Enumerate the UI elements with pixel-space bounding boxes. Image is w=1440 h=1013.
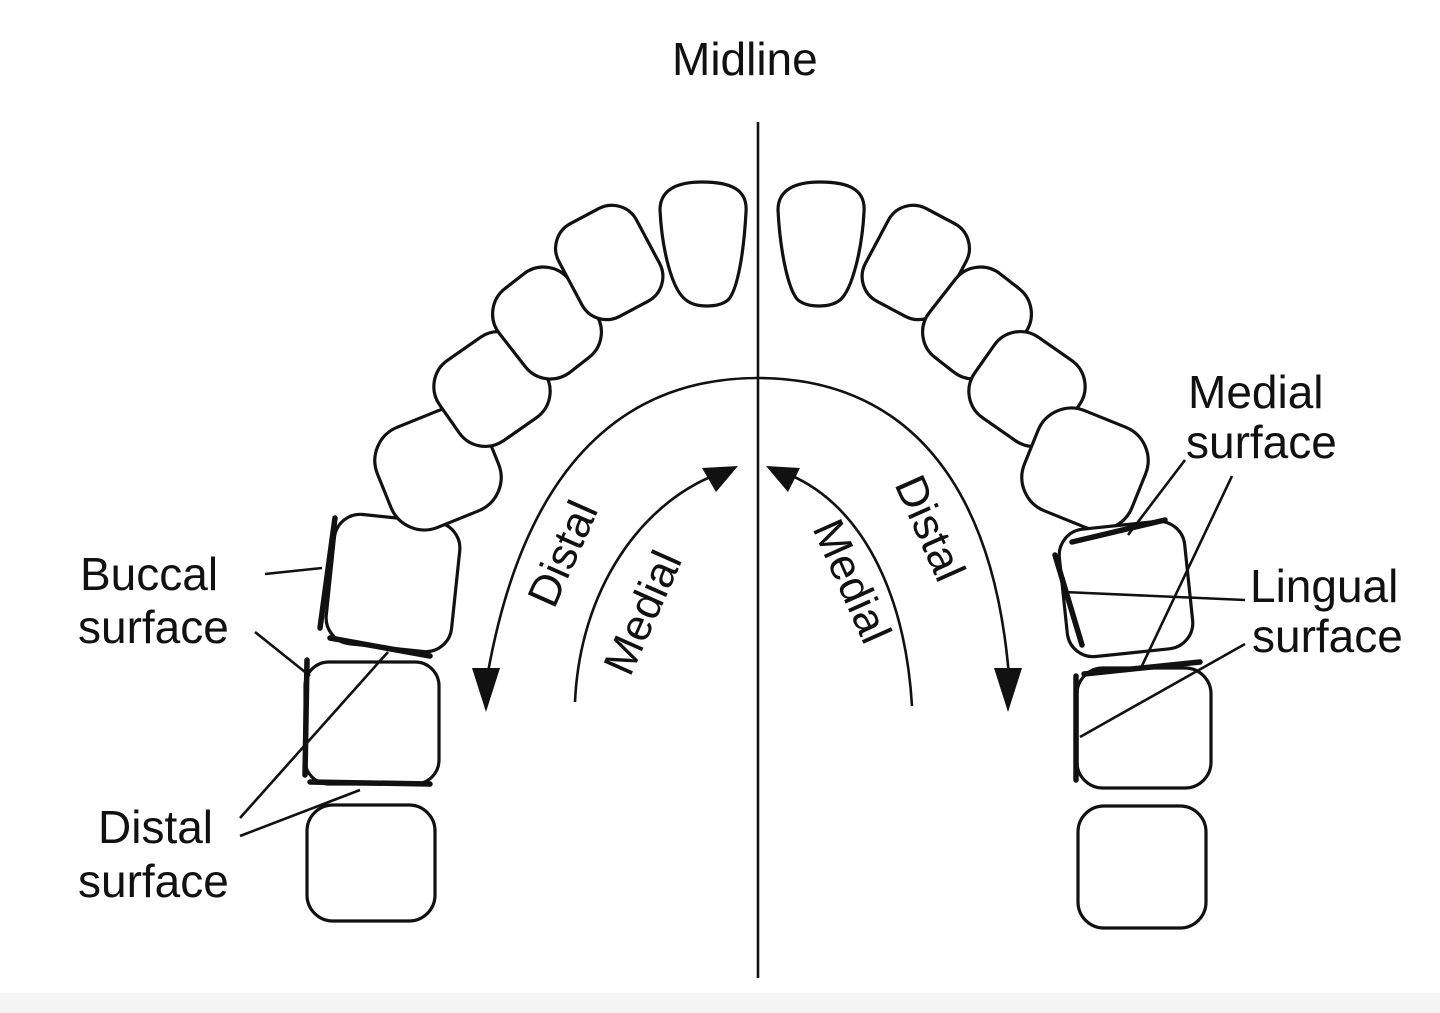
distal-surface-marker-upper: [327, 635, 433, 659]
distal-surface-label-line1: Distal: [98, 801, 213, 853]
distal-surface-label-line2: surface: [78, 855, 229, 907]
buccal-surface-marker-lower: [302, 657, 310, 778]
tooth-left-2: [554, 203, 665, 322]
scan-border: [0, 993, 1440, 1013]
tooth-left-6: [324, 512, 462, 654]
medial-surface-label-line2: surface: [1186, 416, 1337, 468]
medial-surface-label-line1: Medial: [1188, 366, 1324, 418]
buccal-surface-label-line2: surface: [78, 601, 229, 653]
midline-label: Midline: [672, 33, 818, 85]
buccal-leader-2: [254, 630, 311, 678]
distal-arrowhead-right: [994, 668, 1022, 712]
tooth-right-8: [1076, 804, 1208, 930]
medial-arrowhead-right: [766, 466, 800, 492]
medial-arrowhead-left: [702, 466, 738, 492]
tooth-left-8: [305, 803, 437, 923]
buccal-leader: [264, 566, 323, 576]
tooth-right-6: [1057, 519, 1195, 659]
inner-arch-curve: [483, 376, 1012, 691]
distal-direction-label-left: Distal: [518, 494, 608, 614]
medial-arrow-right: [789, 473, 914, 707]
medial-direction-label-left: Medial: [594, 544, 691, 682]
distal-arrowhead-left: [472, 668, 500, 712]
lingual-surface-label-line1: Lingual: [1250, 560, 1398, 612]
tooth-left-1: [658, 180, 748, 308]
buccal-surface-marker-upper: [317, 515, 338, 631]
distal-direction-label-right: Distal: [885, 468, 975, 588]
lingual-leader-1: [1063, 590, 1246, 602]
buccal-surface-label-line1: Buccal: [80, 548, 218, 600]
distal-leader-2: [239, 788, 361, 838]
medial-leader-1: [1126, 459, 1187, 536]
medial-leader-2: [1138, 475, 1234, 671]
distal-leader-1: [239, 651, 389, 819]
distal-surface-marker-lower: [307, 779, 433, 787]
tooth-right-1: [776, 180, 866, 308]
tooth-right-5: [1020, 406, 1150, 532]
medial-arrow-left: [573, 473, 716, 703]
lingual-surface-marker-upper: [1052, 552, 1085, 648]
lingual-leader-2: [1079, 642, 1246, 739]
medial-surface-marker-upper: [1069, 517, 1168, 545]
lingual-surface-label-line2: surface: [1252, 610, 1403, 662]
